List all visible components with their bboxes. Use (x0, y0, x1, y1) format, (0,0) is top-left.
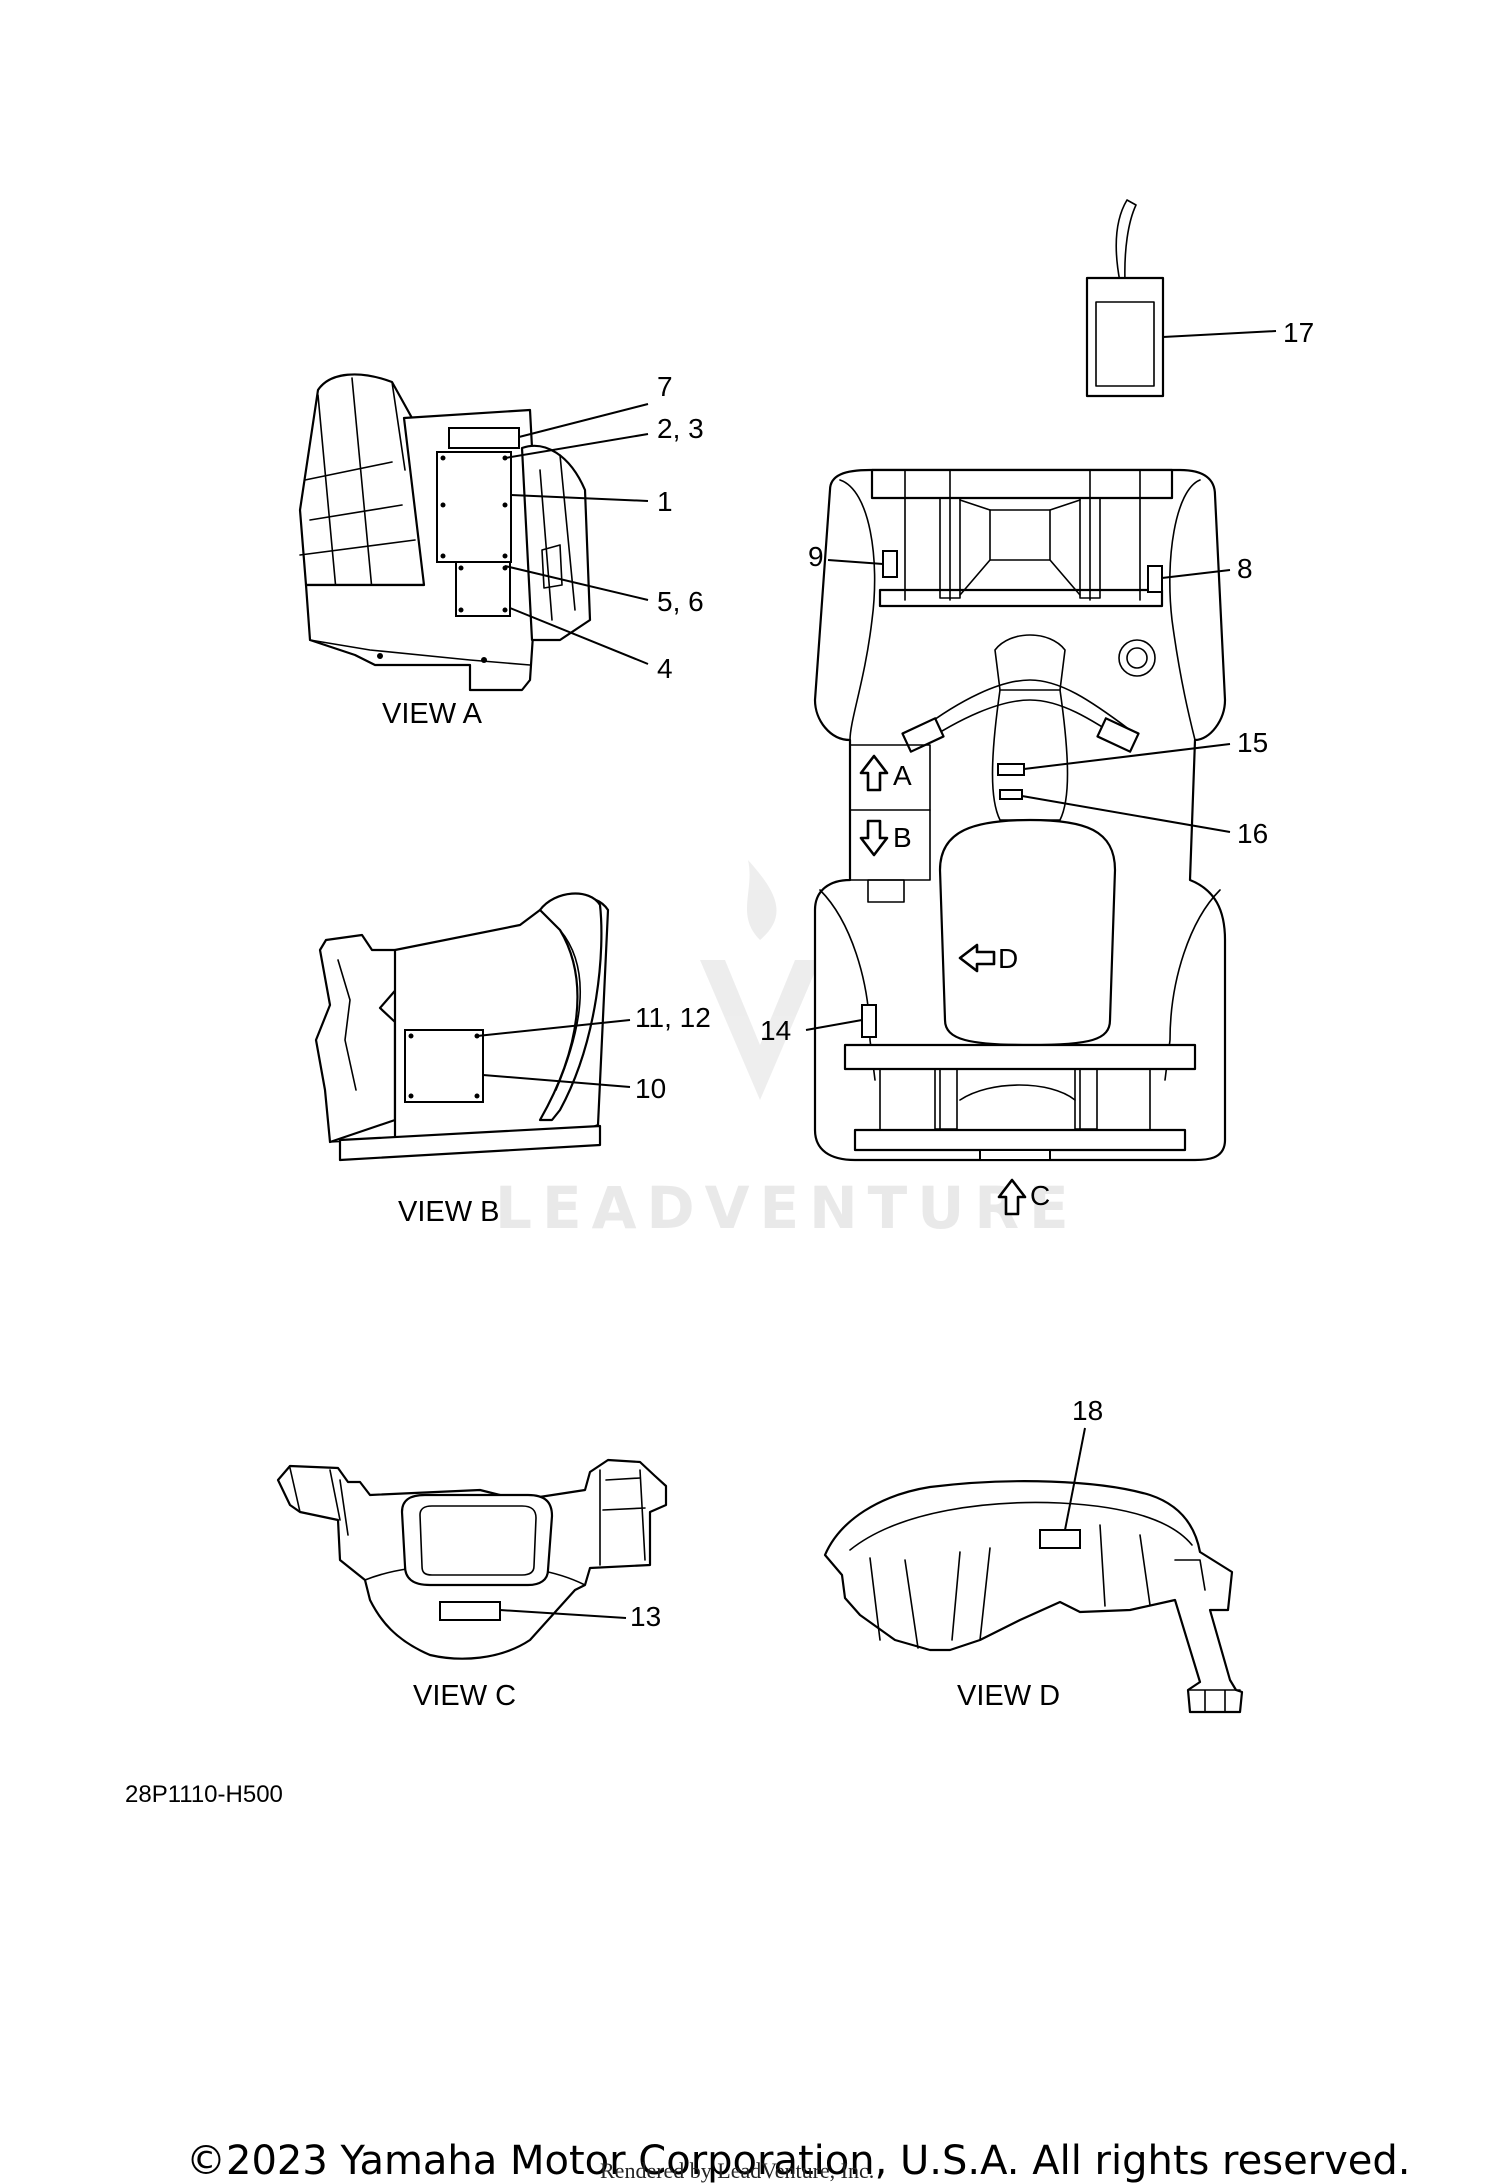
callout-16: 16 (1237, 818, 1268, 849)
label-15-sticker (997, 763, 1025, 776)
label-13-sticker (439, 1601, 501, 1621)
callout-13: 13 (630, 1601, 661, 1632)
label-7-sticker (448, 427, 520, 449)
view-arrow-b: B (859, 819, 912, 857)
callout-1: 1 (657, 486, 673, 517)
callout-2-3: 2, 3 (657, 413, 704, 444)
hang-tag-17 (1085, 199, 1165, 398)
view-a-leaders (504, 403, 649, 665)
view-d-caption: VIEW D (957, 1680, 1060, 1712)
label-10-sticker (404, 1029, 484, 1103)
atv-leaders (805, 559, 1231, 1031)
label-4-sticker (455, 561, 511, 617)
diagram-code: 28P1110-H500 (125, 1781, 283, 1808)
callout-5-6: 5, 6 (657, 586, 704, 617)
callout-8: 8 (1237, 553, 1253, 584)
view-b-leaders (476, 1019, 631, 1088)
label-8-sticker (1147, 565, 1163, 593)
watermark-text: LEADVENTURE (495, 1174, 1079, 1242)
label-1-sticker (436, 451, 512, 563)
label-9-sticker (882, 550, 898, 578)
callout-9: 9 (808, 541, 824, 572)
callout-4: 4 (657, 653, 673, 684)
label-18-sticker (1039, 1529, 1081, 1549)
svg-text:C: C (1030, 1180, 1050, 1211)
leadventure-watermark: LEADVENTURE (495, 860, 1079, 1242)
svg-text:B: B (893, 822, 912, 853)
callout-18: 18 (1072, 1395, 1103, 1426)
callout-10: 10 (635, 1073, 666, 1104)
view-c-part (276, 1458, 668, 1660)
callout-11-12: 11, 12 (635, 1002, 711, 1033)
callout-17: 17 (1283, 317, 1314, 348)
view-c-caption: VIEW C (413, 1680, 516, 1712)
rendered-by-notice: Rendered by LeadVenture, Inc. (600, 2158, 875, 2183)
leader-17 (1162, 330, 1277, 338)
svg-text:A: A (893, 760, 912, 791)
view-d-part (823, 1480, 1244, 1714)
svg-text:D: D (998, 943, 1018, 974)
view-arrow-d: D (958, 943, 1018, 974)
view-arrow-a: A (859, 754, 912, 792)
view-a-part (298, 373, 592, 692)
atv-top-view (813, 468, 1227, 1162)
leader-13 (499, 1609, 627, 1619)
view-a-caption: VIEW A (382, 698, 483, 730)
view-arrow-c: C (997, 1178, 1050, 1216)
label-14-sticker (861, 1004, 877, 1038)
callout-14: 14 (760, 1015, 791, 1046)
label-16-sticker (999, 789, 1023, 800)
callout-7: 7 (657, 371, 673, 402)
view-b-caption: VIEW B (398, 1196, 500, 1228)
callout-15: 15 (1237, 727, 1268, 758)
leader-18 (1064, 1427, 1086, 1531)
